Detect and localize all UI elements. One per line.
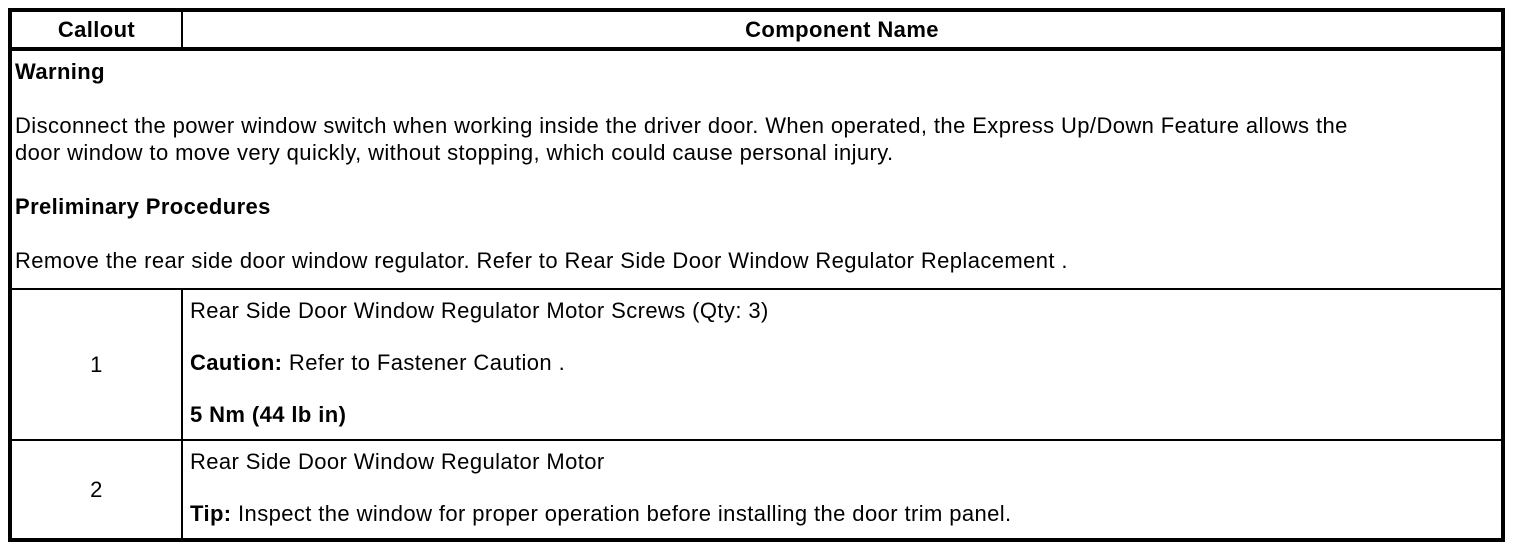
callout-column-header: Callout — [9, 9, 183, 51]
table-header-row: Callout Component Name — [9, 9, 1504, 51]
preliminary-text-prefix: Remove the rear side door window regulat… — [15, 248, 565, 273]
caution-suffix: . — [552, 350, 566, 375]
callout-number-2: 2 — [9, 439, 183, 541]
tip-text: Inspect the window for proper operation … — [231, 501, 1012, 526]
window-regulator-replacement-reference-link[interactable]: Rear Side Door Window Regulator Replacem… — [564, 248, 1055, 273]
torque-spec: 5 Nm (44 lb in) — [190, 402, 347, 427]
warning-text: Disconnect the power window switch when … — [15, 113, 1348, 165]
component-cell-1: Rear Side Door Window Regulator Motor Sc… — [181, 288, 1504, 441]
caution-note: Caution: Refer to Fastener Caution . — [190, 349, 1493, 376]
component-cell-2: Rear Side Door Window Regulator Motor Ti… — [181, 439, 1504, 541]
component-name-column-header: Component Name — [181, 9, 1504, 51]
preliminary-text-suffix: . — [1054, 248, 1068, 273]
fastener-caution-reference-link[interactable]: Fastener Caution — [376, 350, 553, 375]
tip-label: Tip: — [190, 501, 232, 526]
component-callout-table: Callout Component Name Warning Disconnec… — [8, 8, 1505, 542]
caution-label: Caution: — [190, 350, 283, 375]
caution-text: Refer to — [282, 350, 377, 375]
callout-row-1: 1 Rear Side Door Window Regulator Motor … — [9, 288, 1504, 441]
component-name-text: Rear Side Door Window Regulator Motor Sc… — [190, 298, 769, 323]
notes-row: Warning Disconnect the power window swit… — [9, 48, 1504, 290]
preliminary-procedures-heading: Preliminary Procedures — [15, 194, 271, 219]
callout-number-1: 1 — [9, 288, 183, 441]
notes-cell: Warning Disconnect the power window swit… — [9, 48, 1504, 290]
warning-heading: Warning — [15, 59, 105, 84]
tip-note: Tip: Inspect the window for proper opera… — [190, 500, 1493, 527]
component-name-text: Rear Side Door Window Regulator Motor — [190, 449, 605, 474]
callout-row-2: 2 Rear Side Door Window Regulator Motor … — [9, 439, 1504, 541]
preliminary-procedures-text: Remove the rear side door window regulat… — [15, 247, 1497, 274]
